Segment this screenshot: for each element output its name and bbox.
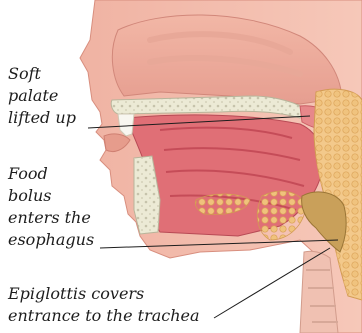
label-soft-palate-line3: lifted up [8, 107, 76, 129]
label-soft-palate-line2: palate [8, 85, 76, 107]
label-food-bolus-line4: esophagus [8, 229, 94, 251]
label-epiglottis-line2: entrance to the trachea [8, 305, 200, 327]
label-soft-palate: Soft palate lifted up [8, 63, 76, 129]
label-food-bolus-line1: Food [8, 163, 94, 185]
label-epiglottis: Epiglottis covers entrance to the trache… [8, 283, 200, 327]
label-food-bolus-line2: bolus [8, 185, 94, 207]
label-food-bolus-line3: enters the [8, 207, 94, 229]
label-epiglottis-line1: Epiglottis covers [8, 283, 200, 305]
label-food-bolus: Food bolus enters the esophagus [8, 163, 94, 251]
label-soft-palate-line1: Soft [8, 63, 76, 85]
